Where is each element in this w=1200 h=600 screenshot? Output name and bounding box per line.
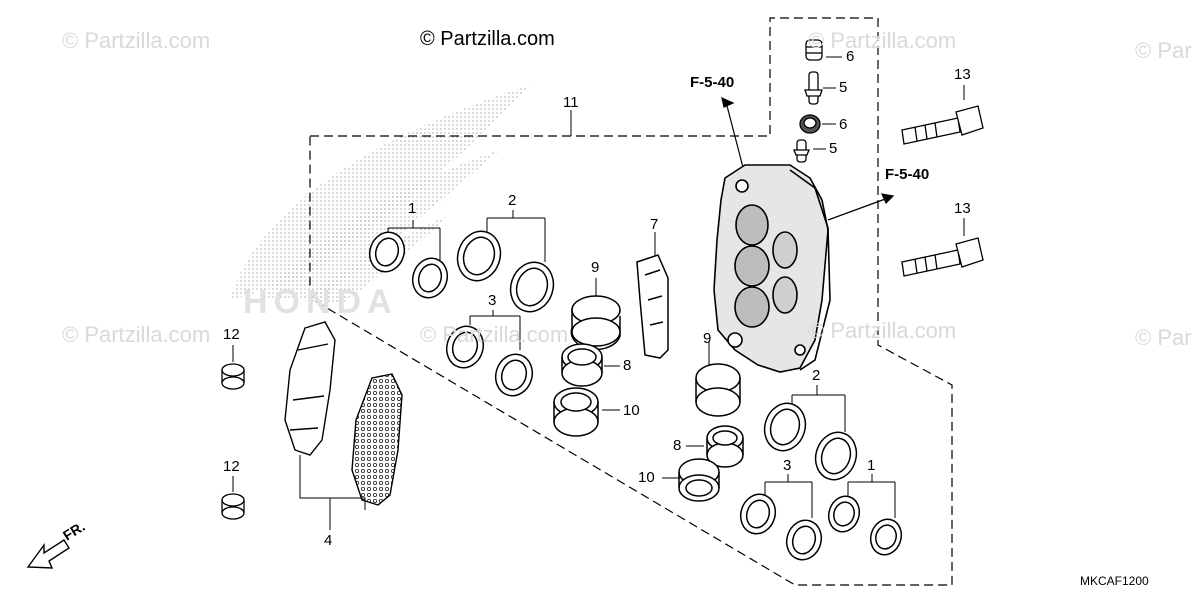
seal-1b xyxy=(411,257,449,299)
callout-3-right: 3 xyxy=(783,457,792,474)
seal-1d xyxy=(869,518,903,556)
seal-1c xyxy=(827,495,861,533)
brake-pads xyxy=(284,321,403,506)
collar-12-top xyxy=(221,363,245,390)
seal-2c xyxy=(763,402,807,452)
callout-8-left: 8 xyxy=(623,357,632,374)
callout-1-left: 1 xyxy=(408,200,417,217)
pistons-left xyxy=(553,295,621,437)
callout-10-right: 10 xyxy=(638,469,655,486)
watermark-mid-right: © Partzilla.com xyxy=(808,318,957,343)
reference-label-top: F-5-40 xyxy=(690,74,735,91)
seal-1a xyxy=(368,231,406,273)
cap-6-mid xyxy=(799,114,821,134)
seal-3d xyxy=(785,519,823,561)
cap-6-top xyxy=(805,39,823,61)
piston-10-left xyxy=(553,387,599,437)
piston-9-right xyxy=(695,363,741,417)
callout-6-mid: 6 xyxy=(839,116,848,133)
bolts xyxy=(901,105,984,277)
callout-2-right: 2 xyxy=(812,367,821,384)
pad-spring xyxy=(636,254,669,359)
callout-7: 7 xyxy=(650,216,659,233)
callout-13-top: 13 xyxy=(954,66,971,83)
callout-5-top: 5 xyxy=(839,79,848,96)
seal-2d xyxy=(814,431,858,481)
seal-2b xyxy=(509,261,555,313)
reference-label-right: F-5-40 xyxy=(885,166,930,183)
bolt-13-top xyxy=(901,105,984,145)
brake-pad-outer xyxy=(284,321,336,456)
piston-10-right xyxy=(678,458,720,502)
watermark-top-edge: © Par xyxy=(1135,38,1192,63)
piston-9-left xyxy=(570,295,621,351)
assembly-outline xyxy=(309,17,953,586)
callout-10-left: 10 xyxy=(623,402,640,419)
callout-1-right: 1 xyxy=(867,457,876,474)
reference-arrows xyxy=(721,96,895,221)
pistons-right xyxy=(678,363,744,502)
piston-seal-set-left xyxy=(368,230,555,397)
callout-4: 4 xyxy=(324,532,333,549)
collars xyxy=(221,363,245,520)
watermark-mid-left: © Partzilla.com xyxy=(62,322,211,347)
callout-8-right: 8 xyxy=(673,437,682,454)
bleeder-parts xyxy=(793,39,823,163)
bleeder-5-top xyxy=(804,71,823,105)
piston-seal-set-right xyxy=(739,402,903,561)
watermark-mid-center: © Partzilla.com xyxy=(420,322,569,347)
callout-5-mid: 5 xyxy=(829,140,838,157)
watermark-top-right: © Partzilla.com xyxy=(808,28,957,53)
callout-12-bottom: 12 xyxy=(223,458,240,475)
bolt-13-bottom xyxy=(901,237,984,277)
brake-pad-inner xyxy=(351,373,403,506)
callout-9-right: 9 xyxy=(703,330,712,347)
seal-3a xyxy=(445,325,485,369)
watermark-top-left: © Partzilla.com xyxy=(62,28,211,53)
front-arrow-icon xyxy=(26,539,70,569)
callout-9-left: 9 xyxy=(591,259,600,276)
callout-2-left: 2 xyxy=(508,192,517,209)
callout-6-top: 6 xyxy=(846,48,855,65)
caliper-body xyxy=(713,164,831,373)
callout-13-bottom: 13 xyxy=(954,200,971,217)
honda-logo-text: HONDA xyxy=(243,283,398,321)
bleeder-5-mid xyxy=(793,139,810,163)
collar-12-bottom xyxy=(221,493,245,520)
piston-8-right xyxy=(706,425,744,468)
piston-8-left xyxy=(561,343,603,387)
watermark-mid-edge: © Par xyxy=(1135,325,1192,350)
callout-12-top: 12 xyxy=(223,326,240,343)
seal-3c xyxy=(739,493,777,535)
seal-3b xyxy=(494,353,534,397)
copyright-text: © Partzilla.com xyxy=(420,28,555,50)
callout-11: 11 xyxy=(563,94,579,111)
diagram-code: MKCAF1200 xyxy=(1080,574,1149,588)
callout-3-left: 3 xyxy=(488,292,497,309)
seal-2a xyxy=(456,230,502,282)
leader-lines xyxy=(232,56,965,530)
